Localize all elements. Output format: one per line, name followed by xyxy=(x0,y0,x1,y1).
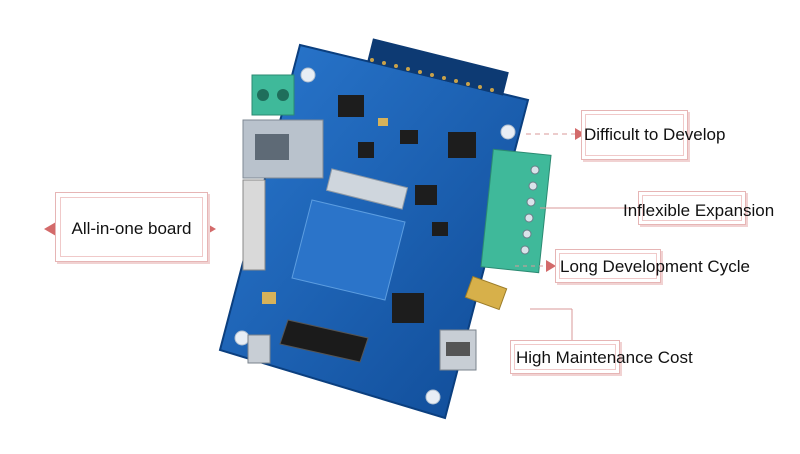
callout-inflexible-label: Inflexible Expansion xyxy=(623,201,775,220)
callout-inflexible-expansion: Inflexible Expansion xyxy=(623,191,774,225)
io-terminal-block xyxy=(480,148,552,274)
arrow-left-icon xyxy=(44,222,56,236)
arrow-right-icon xyxy=(546,260,556,272)
usb-port xyxy=(247,334,271,364)
chip xyxy=(338,95,364,117)
callout-long-cycle-label: Long Development Cycle xyxy=(560,257,750,276)
callout-all-in-one: All-in-one board xyxy=(55,192,208,262)
callout-all-in-one-label: All-in-one board xyxy=(71,219,192,238)
mount-hole-icon xyxy=(500,124,516,140)
mount-hole-icon xyxy=(300,67,316,83)
arrow-right-icon xyxy=(575,128,585,140)
ribbon-connector xyxy=(242,179,266,271)
callout-maintenance-label: High Maintenance Cost xyxy=(516,348,693,367)
mount-hole-icon xyxy=(425,389,441,405)
callout-high-maintenance-cost: High Maintenance Cost xyxy=(510,340,693,374)
callout-difficult-label: Difficult to Develop xyxy=(584,125,726,144)
m2-slot xyxy=(279,319,369,363)
antenna-connector xyxy=(464,275,508,311)
pin-header xyxy=(367,38,509,96)
chip xyxy=(448,132,476,158)
chip xyxy=(432,222,448,236)
chip xyxy=(358,142,374,158)
sd-card-slot xyxy=(325,168,409,210)
mount-hole-icon xyxy=(234,330,250,346)
callout-difficult-to-develop: Difficult to Develop xyxy=(581,110,725,160)
chip xyxy=(392,293,424,323)
chip xyxy=(415,185,437,205)
callout-long-development-cycle: Long Development Cycle xyxy=(555,249,750,283)
chip xyxy=(400,130,418,144)
